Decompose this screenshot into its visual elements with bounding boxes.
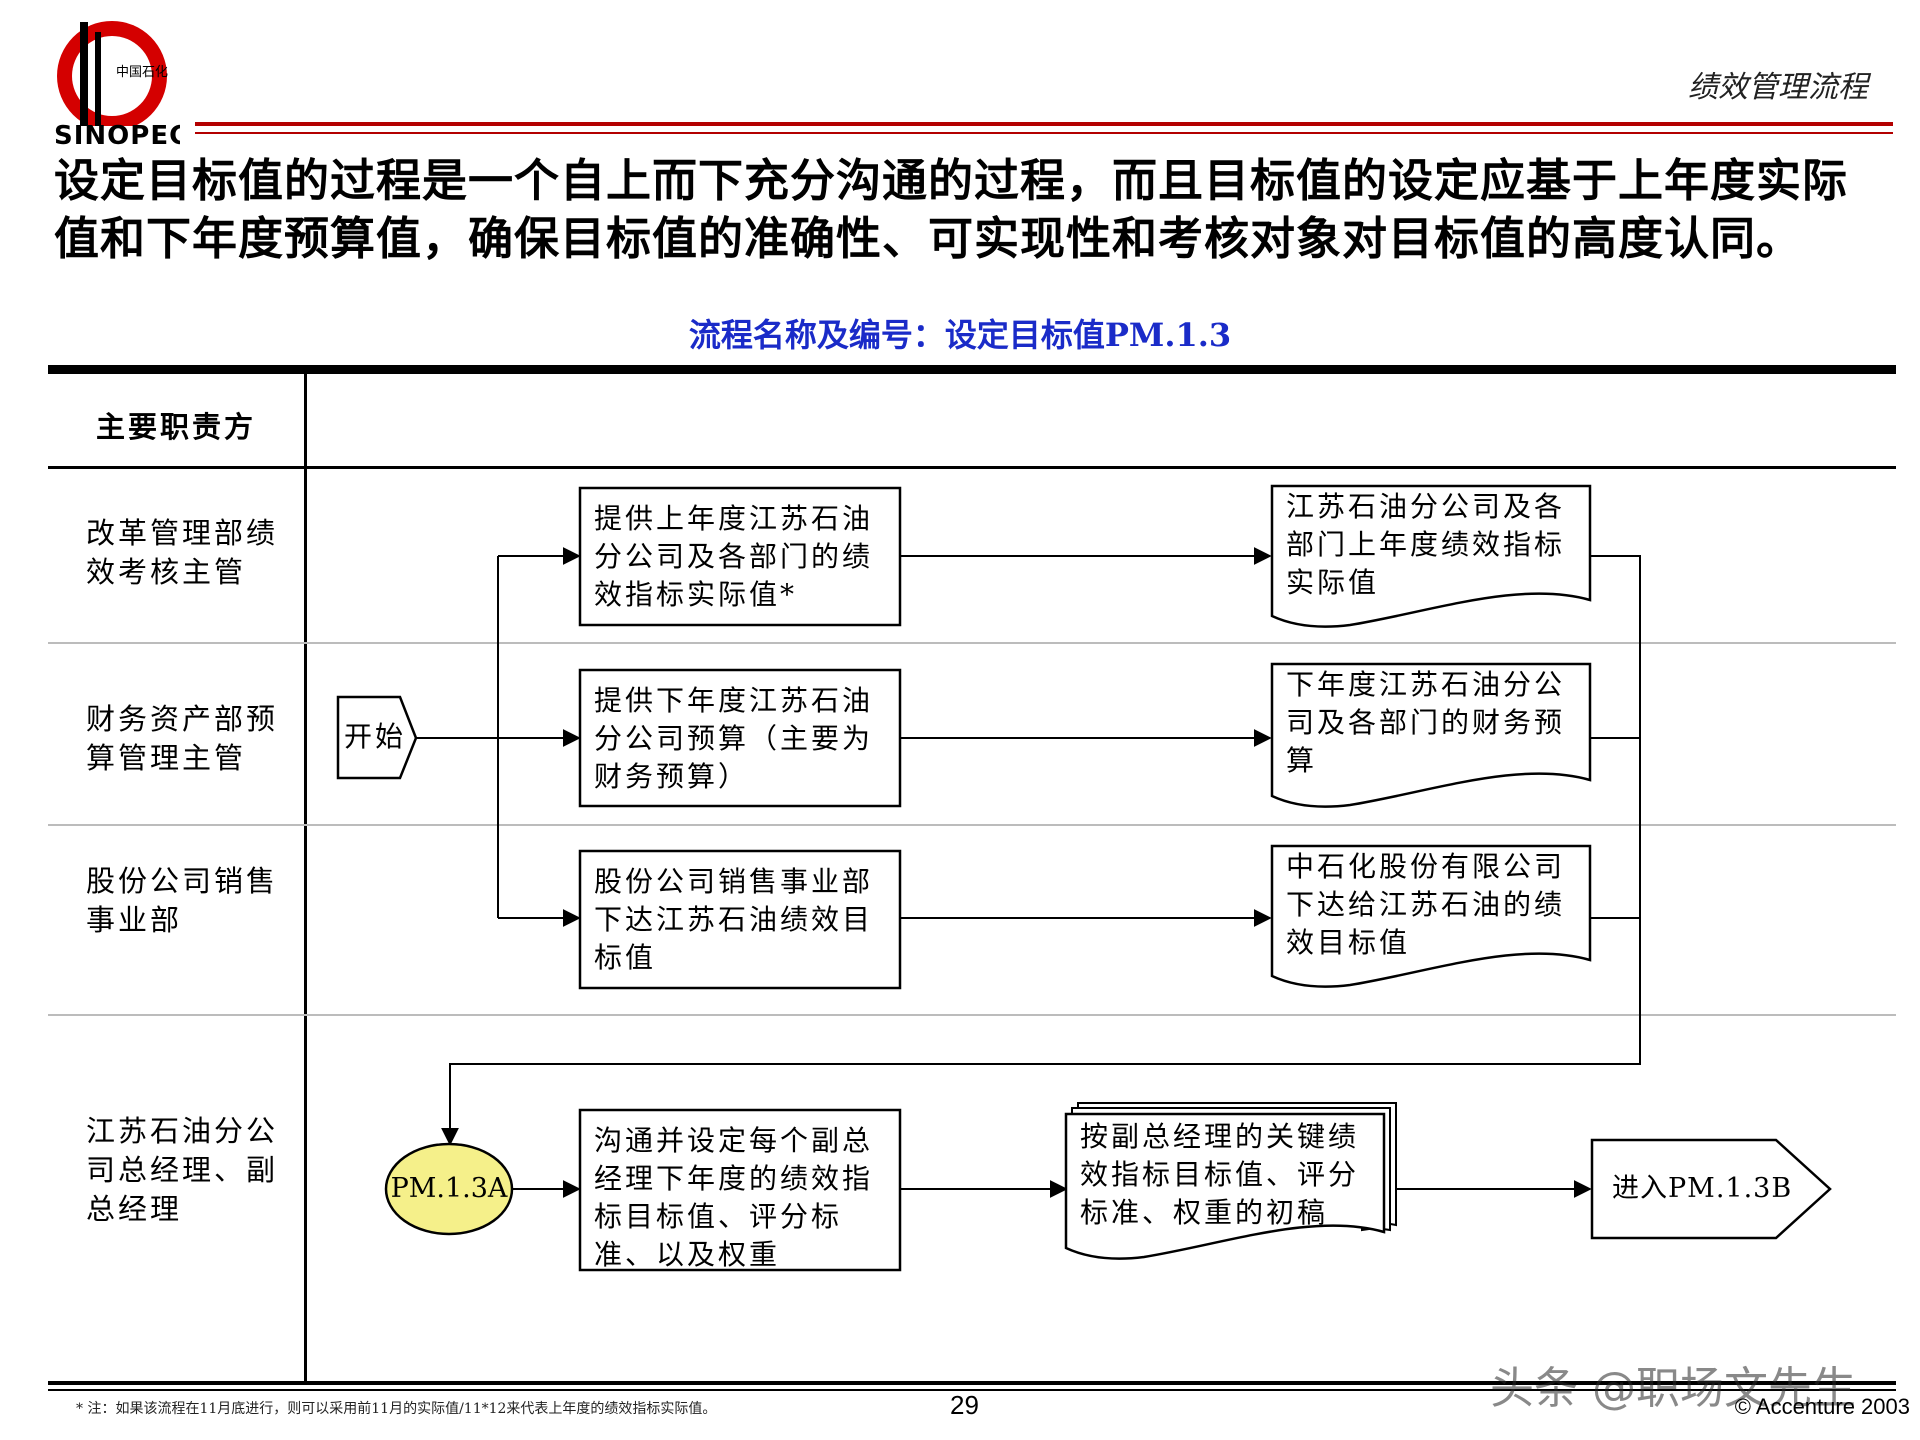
document-2: 下年度江苏石油分公司及各部门的财务预算: [1286, 668, 1566, 777]
process-box-3-shape: [578, 849, 902, 990]
table-bottom-rule: [48, 1381, 1896, 1385]
start-label: 开始: [344, 720, 407, 753]
header-row-rule: [48, 466, 1896, 469]
header-rule: [195, 122, 1893, 126]
document-4: 按副总经理的关键绩效指标目标值、评分标准、权重的初稿: [1080, 1120, 1360, 1229]
connector-line: [441, 555, 1641, 1146]
role-column-divider: [304, 368, 307, 1384]
sinopec-logo: 中国石化 SINOPEC: [50, 14, 188, 151]
lane-label-sales-division: 股份公司销售事业部: [86, 864, 279, 937]
process-box-1-shape: [578, 486, 902, 627]
process-box-3: 股份公司销售事业部下达江苏石油绩效目标值: [594, 865, 874, 974]
table-top-rule: [48, 365, 1896, 374]
watermark: 头条 @职场文先生: [1490, 1363, 1856, 1414]
exit-shape: [1590, 1138, 1832, 1240]
role-column-header: 主要职责方: [95, 410, 256, 444]
copyright: © Accenture 2003: [1734, 1394, 1910, 1419]
process-box-1: 提供上年度江苏石油分公司及各部门的绩效指标实际值*: [594, 502, 874, 611]
intro-paragraph: 设定目标值的过程是一个自上而下充分沟通的过程，而且目标值的设定应基于上年度实际值…: [54, 154, 1849, 265]
document-3: 中石化股份有限公司下达给江苏石油的绩效目标值: [1286, 850, 1566, 959]
process-box-2: 提供下年度江苏石油分公司预算（主要为财务预算）: [594, 684, 874, 793]
lane-label-branch-management: 江苏石油分公司总经理、副总经理: [86, 1114, 279, 1226]
document-3-shape: [1270, 844, 1592, 988]
header-rule-thin: [195, 132, 1893, 134]
document-2-shape: [1270, 662, 1592, 808]
footnote: * 注：如果该流程在11月底进行，则可以采用前11月的实际值/11*12来代表上…: [76, 1401, 717, 1417]
start-shape: [336, 695, 418, 780]
lane-label-reform-dept: 改革管理部绩效考核主管: [86, 516, 279, 589]
table-bottom-rule-thin: [48, 1389, 1896, 1391]
exit-label: 进入PM.1.3B: [1612, 1173, 1793, 1204]
connector-label: PM.1.3A: [390, 1173, 508, 1204]
document-4-shape: [1064, 1112, 1386, 1260]
lane-divider: [48, 824, 1896, 826]
svg-text:中国石化: 中国石化: [116, 65, 168, 80]
lane-divider: [48, 1014, 1896, 1016]
svg-text:SINOPEC: SINOPEC: [54, 121, 180, 149]
lane-label-finance-dept: 财务资产部预算管理主管: [86, 702, 279, 775]
document-1: 江苏石油分公司及各部门上年度绩效指标实际值: [1286, 490, 1566, 599]
process-name: 流程名称及编号：设定目标值PM.1.3: [688, 316, 1232, 354]
process-box-4-shape: [578, 1108, 902, 1272]
process-box-4: 沟通并设定每个副总经理下年度的绩效指标目标值、评分标准、以及权重: [594, 1124, 874, 1271]
document-1-shape: [1270, 484, 1592, 628]
header-title: 绩效管理流程: [1688, 70, 1868, 105]
page-number: 29: [950, 1390, 979, 1420]
lane-divider: [48, 642, 1896, 644]
